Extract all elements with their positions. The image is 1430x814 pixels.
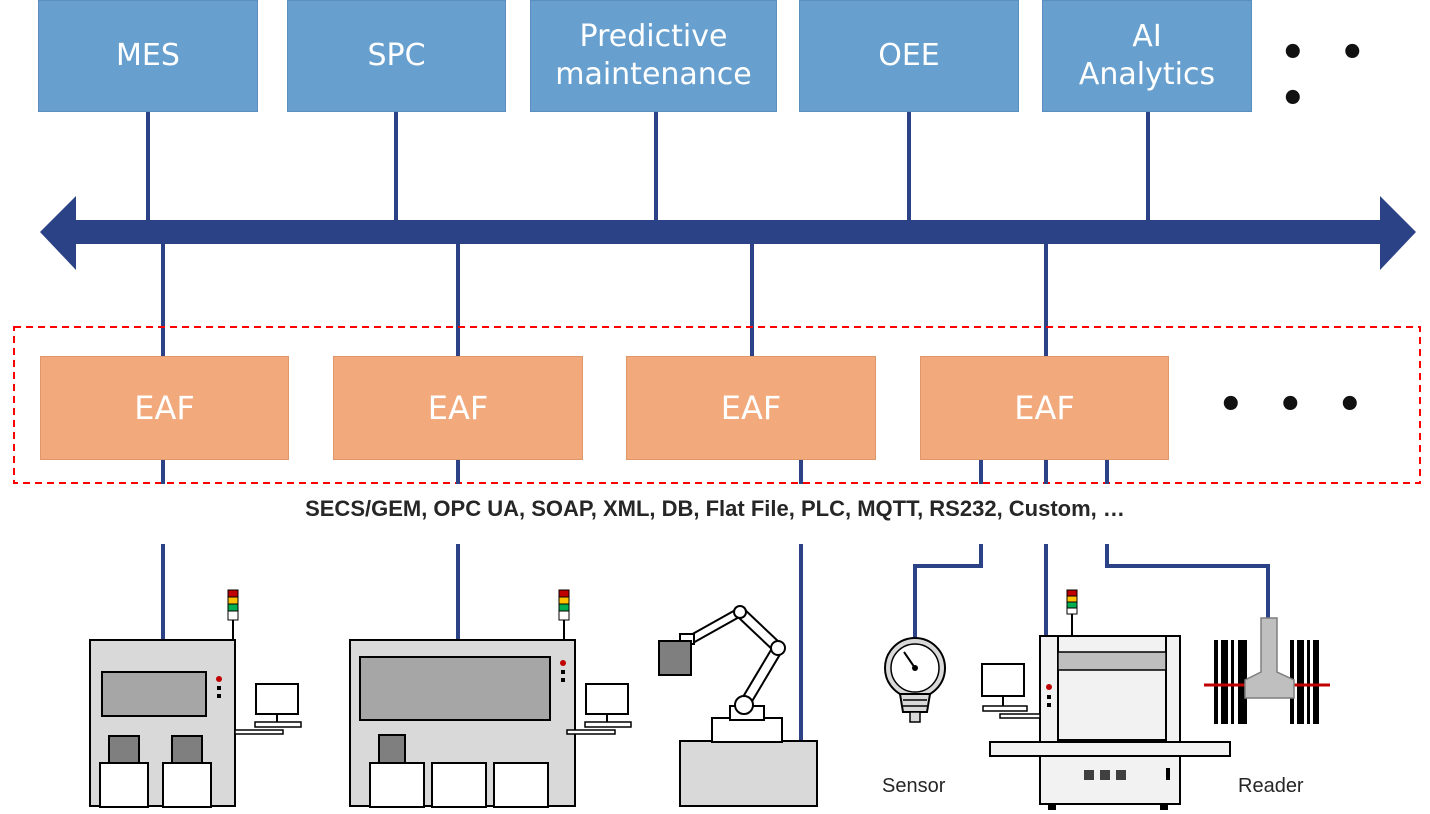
protocol-list: SECS/GEM, OPC UA, SOAP, XML, DB, Flat Fi… [305,496,1125,521]
eaf-layer-frame [13,326,1421,484]
app-box-oee: OEE [799,0,1019,112]
app-box-mes: MES [38,0,258,112]
eaf-box: EAF [40,356,289,460]
app-box-predictive-maintenance: Predictive maintenance [530,0,777,112]
app-box-spc: SPC [287,0,506,112]
app-box-label: Predictive maintenance [555,19,752,92]
barcode-reader-icon [1204,617,1330,724]
reader-label: Reader [1238,775,1304,797]
eaf-connectors [161,244,1048,356]
sensor-connector-line [913,544,983,640]
eaf-box: EAF [333,356,583,460]
eaf-box: EAF [626,356,876,460]
more-eaf-ellipsis: • • • [1218,382,1373,428]
more-applications-ellipsis: • • • [1280,30,1376,122]
app-box-label: SPC [367,38,426,73]
inspection-machine-icon [981,589,1231,810]
machine-2-icon [349,589,632,808]
device-connectors [161,460,1270,742]
reader-connector-line [1105,544,1270,618]
app-box-label: MES [116,38,180,73]
app-box-label: OEE [878,38,940,73]
machine-1-icon [89,589,302,808]
eaf-box: EAF [920,356,1169,460]
robot-arm-icon [658,605,818,807]
data-bus-arrow [40,196,1416,270]
app-box-label: AI Analytics [1078,19,1216,92]
app-connectors [146,112,1150,222]
app-box-ai-analytics: AI Analytics [1042,0,1252,112]
sensor-gauge-icon [884,637,946,723]
sensor-label: Sensor [882,775,946,797]
